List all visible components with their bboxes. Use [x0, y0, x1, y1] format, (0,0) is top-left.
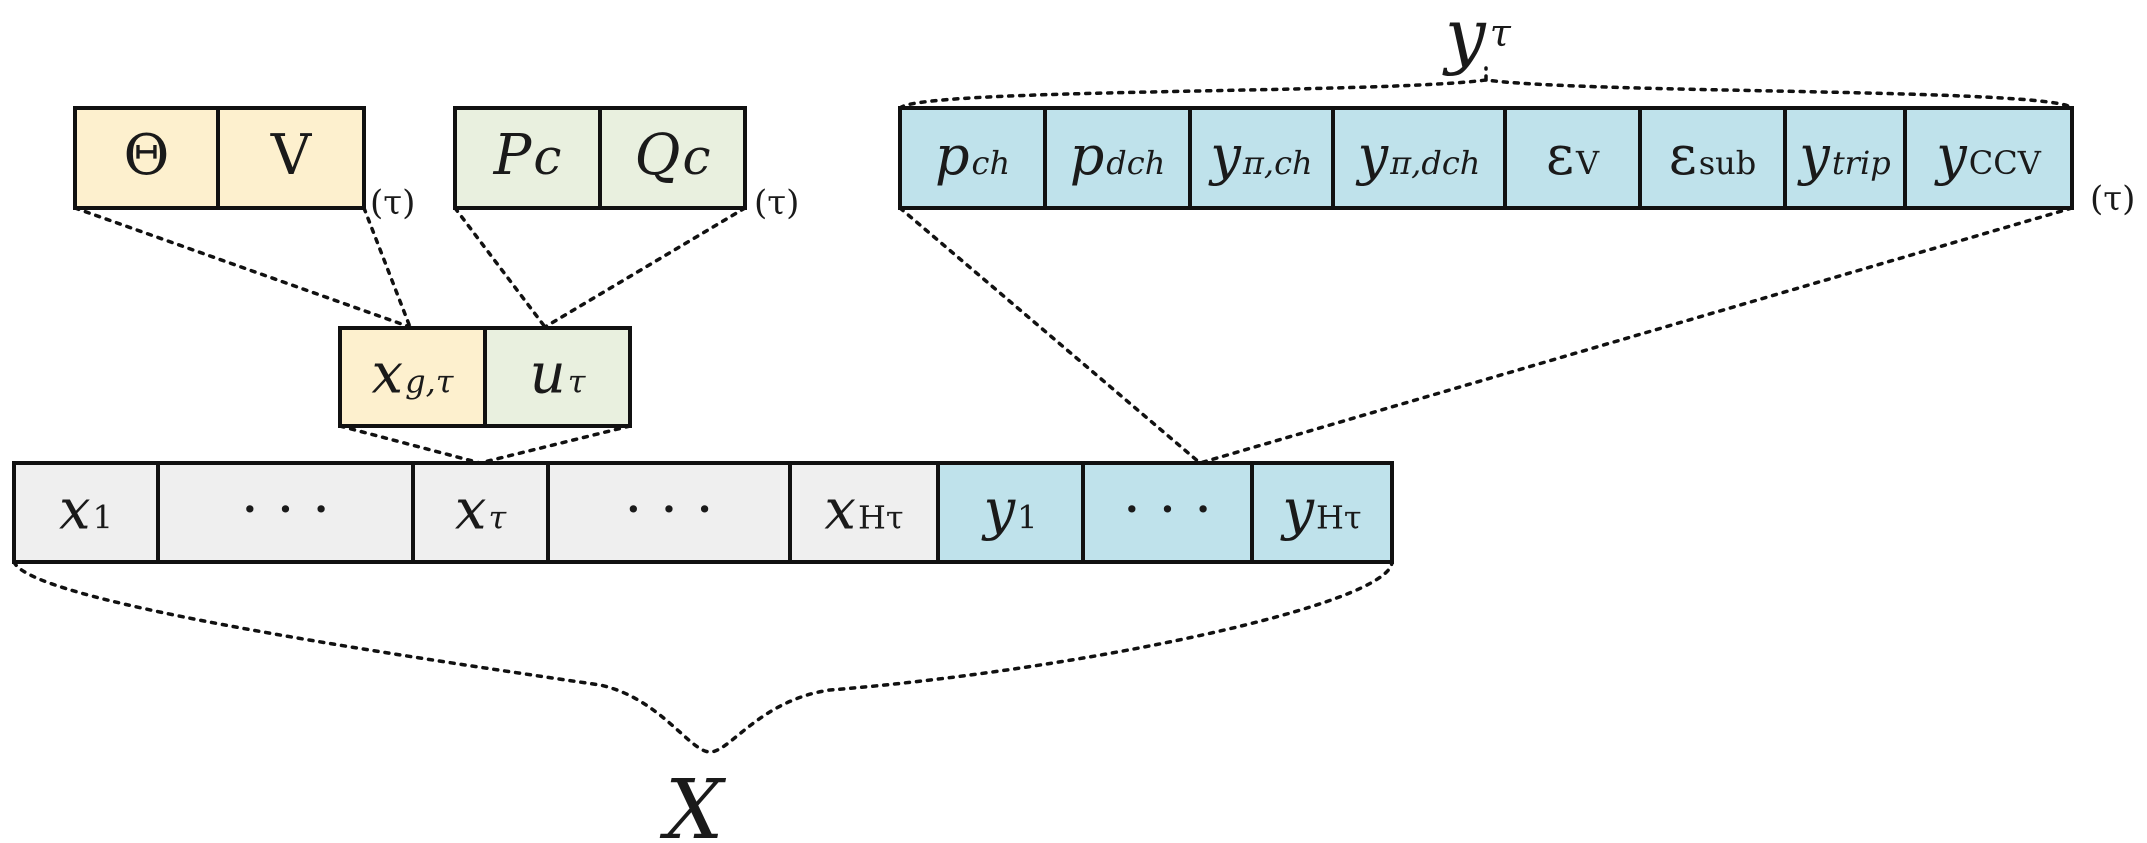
state-to-step-line-left [73, 206, 412, 329]
seq-cell-7 [1250, 461, 1394, 564]
output-symbol-6: ytrip [1797, 124, 1890, 187]
seq-cell-6 [1081, 461, 1254, 564]
seq-cell-3 [546, 461, 792, 564]
output-cell-5 [1638, 106, 1787, 210]
output-symbol-5: εsub [1669, 124, 1757, 187]
pair-symbol-1: uτ [530, 342, 587, 407]
control-to-step-line-left [453, 206, 547, 329]
seq-symbol-main-2: x [455, 477, 487, 542]
output-symbol-sub-3: π,dch [1389, 144, 1480, 182]
output-group-brace [898, 78, 2074, 110]
output-symbol-main-6: y [1797, 124, 1831, 187]
pair-symbol-0: xg,τ [372, 342, 455, 407]
state-symbol-0: Θ [124, 123, 170, 188]
pair-symbol-sub-1: τ [568, 363, 587, 401]
seq-ellipsis-3: · · · [624, 477, 713, 542]
seq-symbol-4: xHτ [824, 477, 903, 542]
seq-symbol-7: yHτ [1279, 477, 1361, 542]
output-to-sequence-line-right [1198, 206, 2074, 465]
output-cell-0 [898, 106, 1047, 210]
output-cell-1 [1043, 106, 1192, 210]
state-symbol-main-0: Θ [124, 123, 170, 188]
state-symbol-main-1: V [270, 123, 313, 188]
control-cell-1 [598, 106, 747, 210]
output-symbol-sub-7: CCV [1969, 144, 2042, 182]
output-symbol-main-2: y [1208, 124, 1242, 187]
output-symbol-main-7: y [1934, 124, 1968, 187]
state-to-step-line-right [362, 206, 412, 329]
output-symbol-sub-5: sub [1699, 144, 1757, 182]
control-symbol-1: Qc [635, 123, 711, 188]
seq-symbol-2: xτ [455, 477, 508, 542]
control-symbol-sub-0: c [533, 128, 561, 186]
output-symbol-0: pch [935, 124, 1010, 187]
seq-symbol-sub-0: 1 [93, 498, 113, 536]
output-symbol-main-4: ε [1546, 124, 1574, 187]
pair-symbol-main-1: u [530, 342, 566, 407]
seq-cell-4 [788, 461, 940, 564]
state-cell-1 [216, 106, 366, 210]
control-symbol-0: Pc [493, 123, 562, 188]
output-symbol-main-5: ε [1669, 124, 1697, 187]
output-symbol-2: yπ,ch [1208, 124, 1312, 187]
seq-symbol-sub-2: τ [488, 498, 507, 536]
seq-symbol-main-4: x [824, 477, 856, 542]
seq-symbol-5: y1 [981, 477, 1038, 542]
output-symbol-4: εV [1546, 124, 1600, 187]
pair-symbol-sub-0: g,τ [405, 363, 455, 401]
seq-ellipsis-1: · · · [241, 477, 330, 542]
seq-symbol-sub-5: 1 [1017, 498, 1037, 536]
tau-marker-control: (τ) [754, 183, 799, 223]
output-symbol-main-3: y [1356, 124, 1390, 187]
output-symbol-3: yπ,dch [1356, 124, 1481, 187]
tau-marker-state: (τ) [370, 183, 415, 223]
seq-symbol-main-5: y [981, 477, 1017, 542]
seq-symbol-0: x1 [59, 477, 113, 542]
control-symbol-sub-1: c [682, 128, 710, 186]
output-symbol-sub-0: ch [972, 144, 1011, 182]
output-symbol-sub-2: π,ch [1242, 144, 1313, 182]
output-cell-3 [1331, 106, 1507, 210]
connectors [12, 66, 2074, 754]
brace-label: X [659, 763, 727, 843]
output-symbol-7: yCCV [1934, 124, 2041, 187]
state-cell-0 [73, 106, 220, 210]
seq-symbol-sub-7: Hτ [1316, 498, 1362, 536]
output-to-sequence-line-left [898, 206, 1202, 465]
output-symbol-main-1: p [1070, 124, 1105, 187]
state-symbol-1: V [270, 123, 313, 188]
pair-symbol-main-0: x [372, 342, 404, 407]
output-symbol-main-0: p [935, 124, 970, 187]
output-group-label-main: y [1442, 0, 1487, 77]
output-group-label-sub: τ [1490, 11, 1512, 55]
step-to-sequence-line-right [478, 424, 632, 465]
step-pair-vector: xg,τ uτ [338, 326, 632, 428]
control-to-step-line-right [543, 206, 747, 329]
pair-cell-1 [483, 326, 632, 428]
seq-cell-5 [936, 461, 1085, 564]
sequence-brace [12, 560, 1394, 754]
output-symbol-sub-4: V [1575, 144, 1600, 182]
seq-ellipsis-6: · · · [1123, 477, 1212, 542]
control-symbol-main-0: P [493, 123, 533, 188]
seq-symbol-main-0: x [59, 477, 91, 542]
seq-symbol-main-7: y [1279, 477, 1315, 542]
output-symbol-1: pdch [1070, 124, 1166, 187]
seq-cell-0 [12, 461, 160, 564]
output-symbol-sub-6: trip [1832, 144, 1891, 182]
control-symbol-main-1: Q [635, 123, 681, 188]
output-symbol-sub-1: dch [1106, 144, 1165, 182]
seq-symbol-sub-4: Hτ [858, 498, 904, 536]
step-to-sequence-line-left [338, 424, 482, 465]
tau-marker-output: (τ) [2090, 179, 2135, 219]
output-cell-7 [1903, 106, 2074, 210]
